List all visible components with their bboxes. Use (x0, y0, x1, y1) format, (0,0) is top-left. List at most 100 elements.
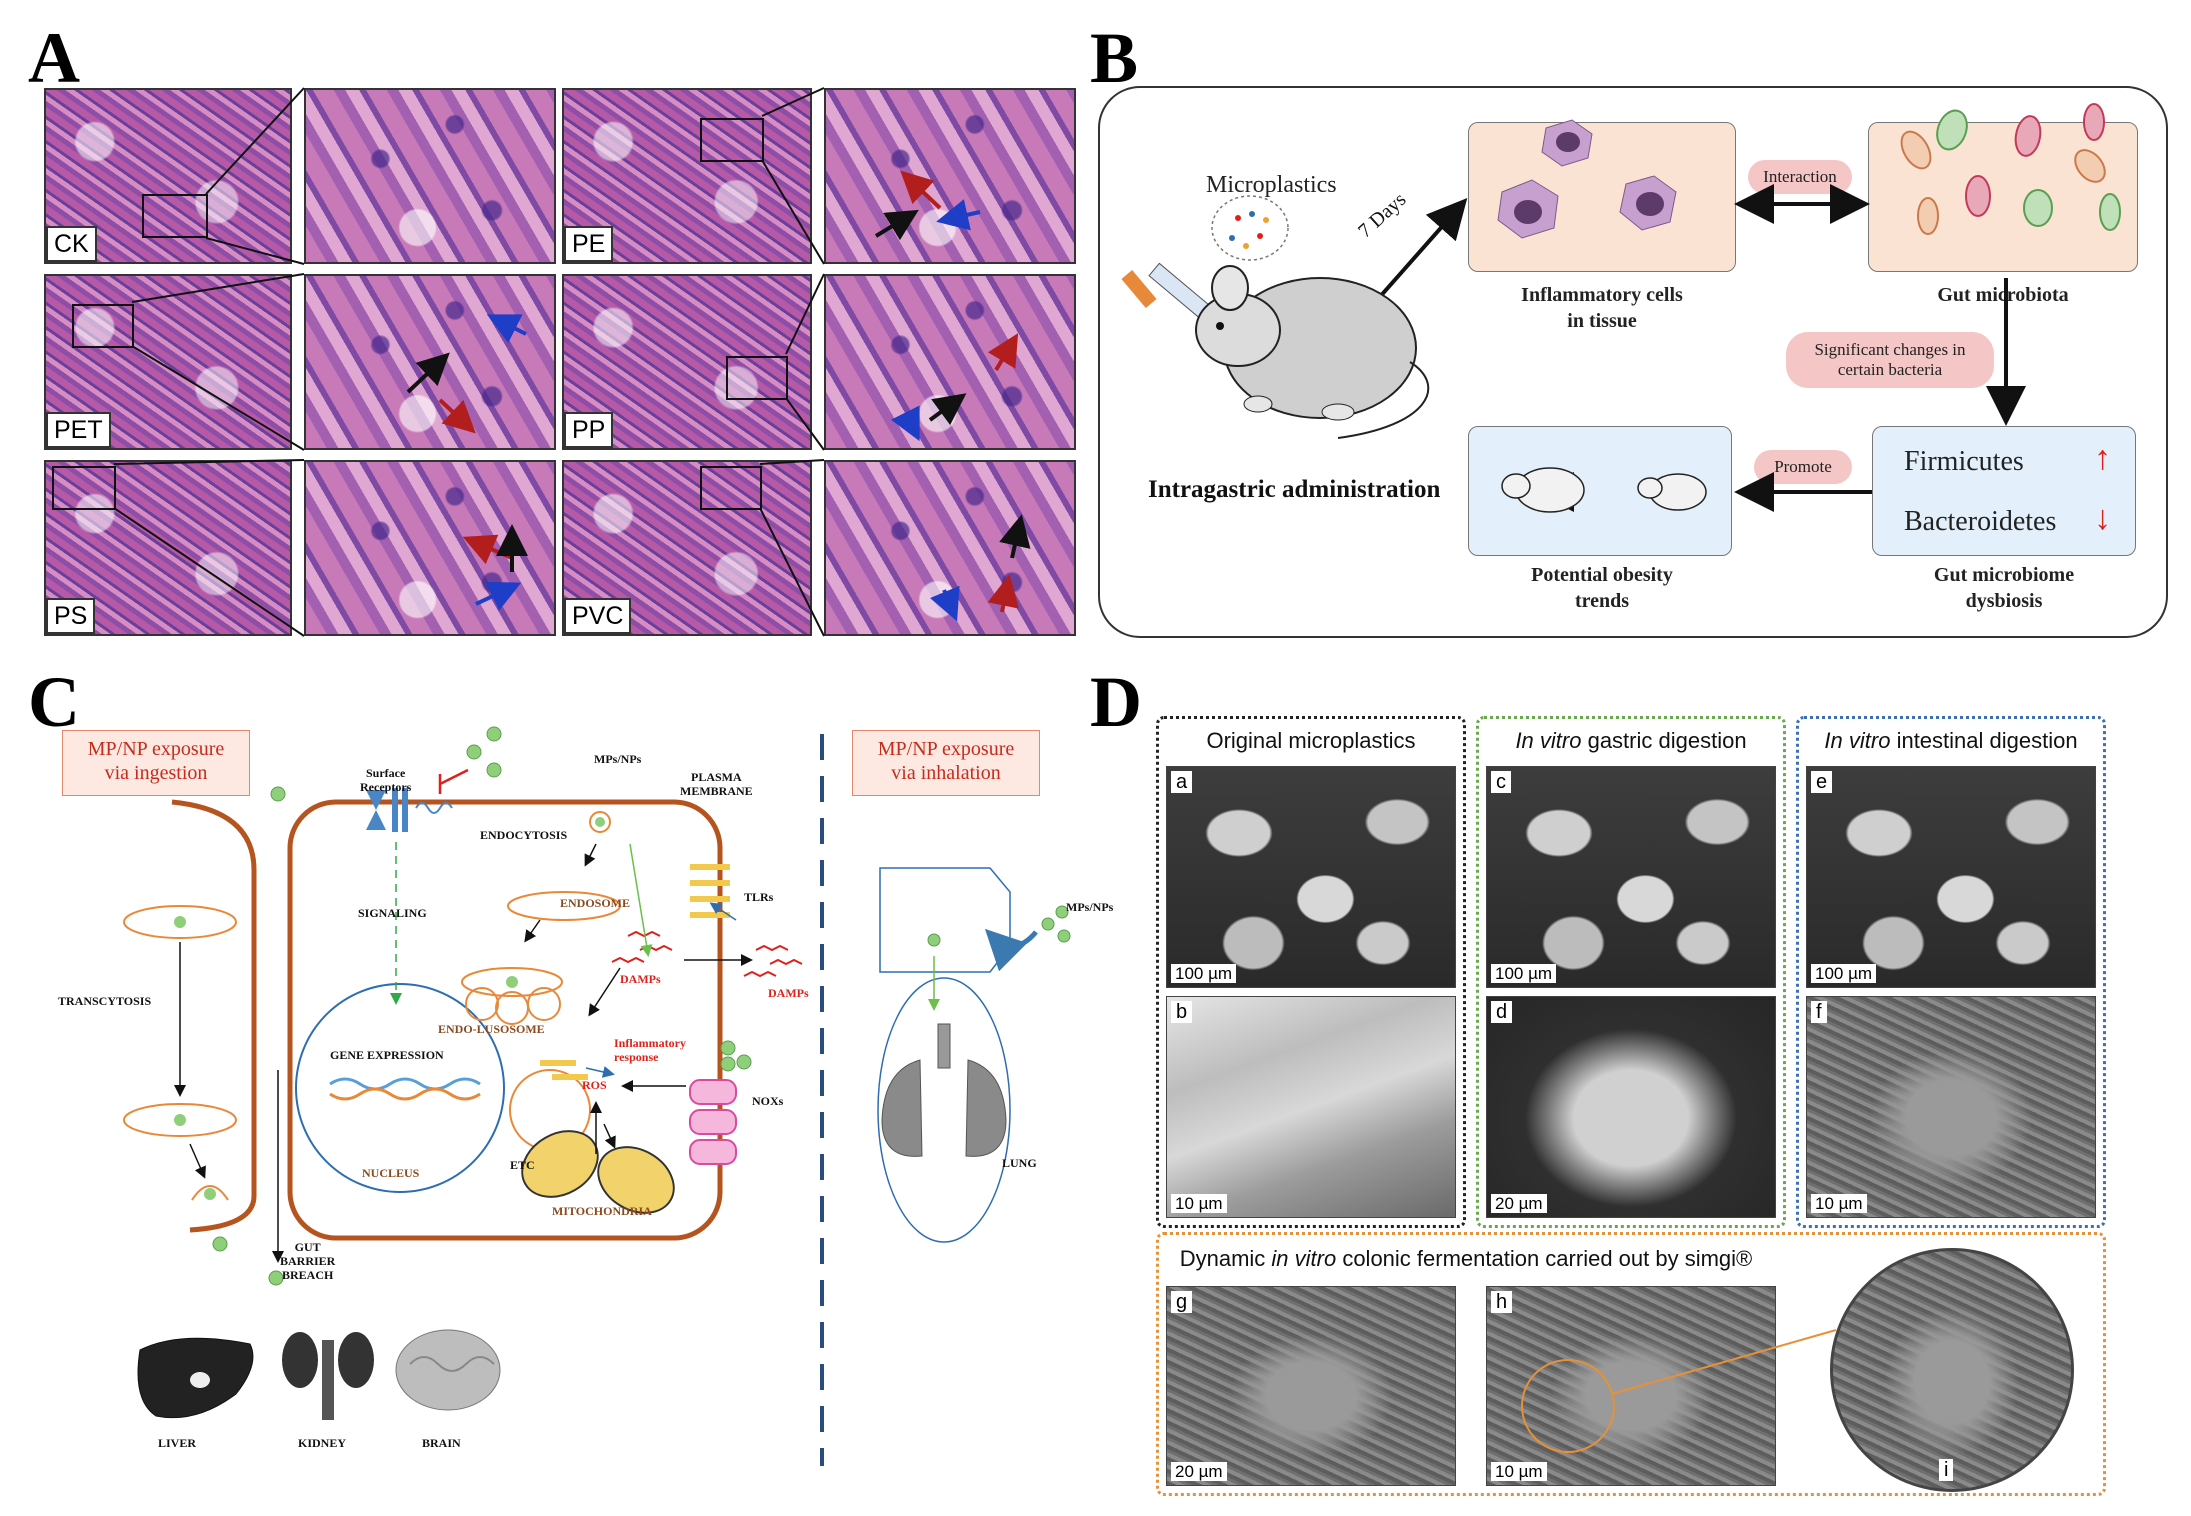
panel-a-overlay (113, 87, 1031, 637)
arrow-black (999, 514, 1031, 559)
gut-barrier-label: GUT BARRIER BREACH (280, 1240, 336, 1282)
main-cell-membrane (287, 799, 723, 1241)
sem-image-i: i (1830, 1248, 2074, 1492)
particle (595, 817, 605, 827)
intragastric-label: Intragastric administration (1148, 476, 1441, 503)
gastric-heading-italic: In vitro (1515, 728, 1582, 753)
tlr-arrow (709, 902, 737, 921)
brain-icon (395, 1329, 501, 1411)
sem-image-h: h 10 µm (1486, 1286, 1776, 1486)
dna-icon (329, 1077, 481, 1101)
arrow-blue (890, 405, 920, 442)
original-heading: Original microplastics (1206, 728, 1416, 753)
endo-lusosome-label: ENDO-LUSOSOME (438, 1022, 545, 1036)
arrow-red (462, 534, 513, 565)
zoom-box (726, 356, 788, 400)
zoom-box (142, 194, 208, 238)
sem-image-a: a 100 µm (1166, 766, 1456, 988)
inflammatory-response-label: Inflammatory response (614, 1036, 686, 1064)
surface-receptors-label: Surface Receptors (360, 766, 412, 794)
zoom-box (700, 466, 762, 510)
zoom-box (700, 118, 764, 162)
endosome-arrow (524, 919, 541, 943)
damps-to-vesicle-arrow (588, 967, 621, 1017)
nucleus-shape (295, 983, 505, 1193)
magnify-connector (1611, 1329, 1837, 1395)
lung-chamber (877, 977, 1011, 1243)
panel-label-a: A (28, 18, 80, 98)
brain-label: BRAIN (422, 1436, 461, 1450)
histology-label-pp: PP (564, 412, 614, 448)
mitochondria-label: MITOCHONDRIA (552, 1204, 652, 1218)
scale-bar-c: 100 µm (1491, 964, 1557, 983)
potential-obesity-caption: Potential obesity trends (1531, 564, 1673, 612)
gut-dysbiosis-caption: Gut microbiome dysbiosis (1933, 564, 2075, 612)
mouse-icon (1195, 265, 1430, 439)
airway-shape (879, 867, 1011, 973)
histology-label-ps: PS (46, 598, 96, 634)
etc-label: ETC (510, 1158, 535, 1172)
sem-letter-d: d (1491, 1001, 1513, 1023)
sem-letter-f: f (1811, 1001, 1827, 1023)
arrow-blue (936, 199, 981, 231)
arrow-blue (475, 581, 522, 611)
gastric-heading-text: gastric digestion (1581, 728, 1747, 753)
arrow-black (928, 393, 967, 426)
scale-bar-e: 100 µm (1811, 964, 1877, 983)
zoom-box (52, 466, 116, 510)
microplastics-bubble (1211, 195, 1289, 261)
arrow-black (874, 209, 919, 241)
exocytosis-vesicle (191, 1185, 229, 1201)
colonic-group-frame (1156, 1232, 2106, 1496)
damps-inner-label: DAMPs (620, 972, 661, 986)
colonic-heading: Dynamic in vitro colonic fermentation ca… (1156, 1246, 1776, 1272)
scale-bar-f: 10 µm (1811, 1194, 1867, 1213)
colonic-heading-italic: in vitro (1271, 1246, 1337, 1271)
damps-icons (611, 930, 803, 978)
nucleus-label: NUCLEUS (362, 1166, 420, 1180)
firmicutes-label: Firmicutes (1904, 446, 2024, 477)
significant-changes-pill: Significant changes in certain bacteria (1786, 332, 1994, 388)
kidney-icon (282, 1332, 374, 1420)
histology-overview-pp: PP (562, 274, 812, 450)
panel-label-d: D (1090, 662, 1142, 742)
intestinal-group-frame (1796, 716, 2106, 1228)
bacteria-icons (1900, 103, 2121, 235)
ros-label: ROS (582, 1078, 607, 1092)
lung-label: LUNG (1002, 1156, 1037, 1170)
inhalation-exposure-box: MP/NP exposure via inhalation (852, 730, 1040, 796)
left-cell-membrane (171, 799, 257, 1233)
vesicle (123, 1103, 237, 1137)
colonic-heading-pre: Dynamic (1179, 1246, 1272, 1271)
inflammatory-cells-caption: Inflammatory cells in tissue (1521, 284, 1683, 332)
intestinal-heading: In vitro intestinal digestion (1796, 728, 2106, 754)
panel-label-b: B (1090, 18, 1139, 98)
endosome-label: ENDOSOME (560, 896, 631, 910)
panel-b-graphics (1121, 103, 2121, 513)
mps-nps-label: MPs/NPs (594, 752, 642, 766)
kidney-label: KIDNEY (298, 1436, 347, 1450)
inflammasome-arrow (603, 1123, 616, 1149)
particle (204, 1188, 216, 1200)
zoom-connector-lines (113, 87, 825, 637)
mp-uptake-arrow (629, 843, 653, 957)
sem-image-b: b 10 µm (1166, 996, 1456, 1218)
sem-letter-g: g (1171, 1291, 1193, 1313)
endosome-shape (507, 891, 621, 921)
gene-expression-label: GENE EXPRESSION (330, 1048, 444, 1062)
bacteroidetes-down-arrow: ↓ (2094, 500, 2111, 537)
liver-label: LIVER (158, 1436, 197, 1450)
histology-overview-ps: PS (44, 460, 292, 636)
arrow-red (987, 574, 1019, 613)
exocytosis-arrow (189, 1143, 206, 1179)
bacteroidetes-label: Bacteroidetes (1904, 506, 2057, 537)
particle (174, 1114, 186, 1126)
scale-bar-b: 10 µm (1171, 1194, 1227, 1213)
microplastics-label: Microplastics (1206, 172, 1337, 198)
scale-bar-d: 20 µm (1491, 1194, 1547, 1213)
sem-image-c: c 100 µm (1486, 766, 1776, 988)
intestinal-heading-text: intestinal digestion (1890, 728, 2078, 753)
histology-label-pvc: PVC (564, 598, 632, 634)
endocytosis-label: ENDOCYTOSIS (480, 828, 568, 842)
extracellular-particles (212, 726, 1071, 1286)
